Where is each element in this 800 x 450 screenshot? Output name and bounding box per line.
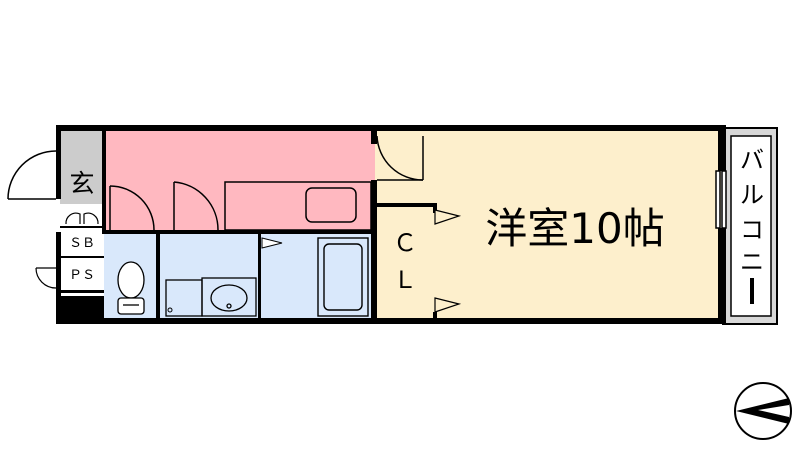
entrance-door <box>7 150 57 200</box>
balcony-char-dash <box>750 278 754 304</box>
closet-label-c: Ｃ <box>393 229 417 257</box>
balcony-label: バ ル コ ニ <box>740 146 764 276</box>
washroom-area <box>160 234 260 320</box>
kitchen-counter <box>224 181 372 231</box>
sb-doors <box>65 212 99 225</box>
compass-north-arrow-icon <box>734 382 792 440</box>
room-door <box>376 135 424 181</box>
sb-label: ＳＢ <box>69 236 95 251</box>
wash-basin <box>201 277 257 317</box>
kitchen-sink <box>305 187 357 223</box>
room-label: 洋室10帖 <box>485 204 664 253</box>
toilet-fixture <box>117 261 145 315</box>
toilet-door <box>109 185 155 231</box>
balcony-char: ニ <box>740 248 764 276</box>
ps-space-area <box>60 258 104 290</box>
sb-storage-area <box>60 228 104 256</box>
closet-area <box>375 205 437 320</box>
ps-label: ＰＳ <box>69 268 95 283</box>
balcony-char: コ <box>740 216 764 244</box>
closet-doors <box>434 209 462 313</box>
drain-icon <box>167 307 173 313</box>
entrance-label: 玄 <box>69 169 94 198</box>
outer-walls <box>56 125 726 324</box>
bathroom-area <box>260 234 371 320</box>
entrance-area <box>60 130 104 204</box>
kitchen-area <box>104 130 375 230</box>
interior-walls <box>60 130 437 320</box>
washroom-door <box>173 181 219 231</box>
window <box>715 170 727 229</box>
balcony-char: ル <box>740 181 764 209</box>
ps-door <box>35 267 57 289</box>
closet-label-l: Ｌ <box>393 266 417 294</box>
bath-door <box>261 237 283 249</box>
balcony-char: バ <box>740 146 764 174</box>
bathtub <box>317 237 369 317</box>
